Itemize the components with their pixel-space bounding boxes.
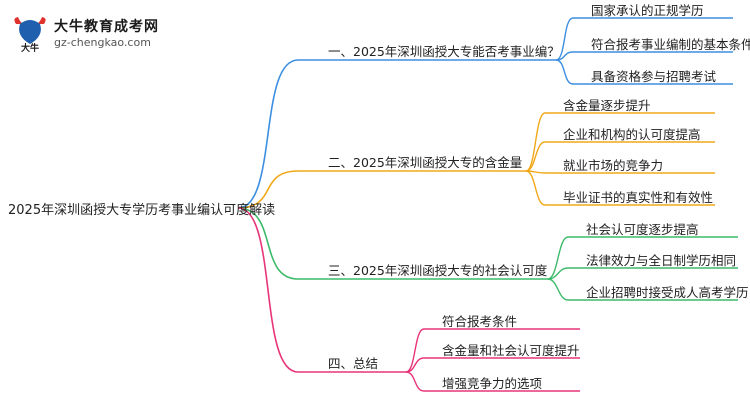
leaf-connector (547, 278, 569, 301)
leaf-connector (405, 328, 425, 373)
svg-text:大牛: 大牛 (21, 42, 39, 54)
leaf-label[interactable]: 增强竞争力的选项 (442, 376, 543, 391)
branch-connector (237, 170, 299, 209)
leaf-label[interactable]: 法律效力与全日制学历相同 (586, 253, 737, 268)
leaf-label[interactable]: 国家承认的正规学历 (591, 3, 704, 18)
leaf-label[interactable]: 毕业证书的真实性和有效性 (563, 190, 714, 205)
branch-label[interactable]: 二、2025年深圳函授大专的含金量 (328, 155, 523, 170)
leaf-connector (405, 357, 425, 373)
leaf-label[interactable]: 符合报考条件 (442, 314, 518, 329)
leaf-connector (555, 17, 574, 61)
leaf-label[interactable]: 含金量逐步提升 (563, 98, 651, 113)
logo-site-url: gz-chengkao.com (54, 36, 151, 49)
branch-connector (237, 59, 299, 209)
root-topic[interactable]: 2025年深圳函授大专学历考事业编认可度解读 (8, 203, 276, 218)
branch-connector (237, 207, 299, 373)
leaf-connector (525, 112, 546, 172)
branch-label[interactable]: 一、2025年深圳函授大专能否考事业编？ (328, 44, 560, 59)
leaf-label[interactable]: 企业和机构的认可度提高 (563, 127, 701, 142)
branch-connector (237, 207, 299, 280)
leaf-label[interactable]: 符合报考事业编制的基本条件 (591, 37, 750, 52)
leaf-connector (547, 236, 569, 280)
leaf-label[interactable]: 社会认可度逐步提高 (586, 222, 699, 237)
leaf-connector (525, 141, 546, 172)
leaf-label[interactable]: 就业市场的竞争力 (563, 158, 664, 173)
leaf-label[interactable]: 企业招聘时接受成人高考学历 (586, 285, 749, 300)
leaf-connector (525, 170, 546, 206)
bull-logo-icon: 大牛 (14, 17, 46, 54)
leaf-label[interactable]: 具备资格参与招聘考试 (591, 69, 717, 84)
branch-label[interactable]: 三、2025年深圳函授大专的社会认可度 (328, 263, 548, 278)
site-logo[interactable]: 大牛 大牛教育成考网 gz-chengkao.com (10, 14, 170, 56)
leaf-connector (405, 371, 425, 392)
leaf-label[interactable]: 含金量和社会认可度提升 (442, 343, 580, 358)
logo-brand-text: 大牛教育成考网 (54, 19, 159, 35)
branch-label[interactable]: 四、总结 (328, 356, 379, 371)
leaf-connector (555, 59, 574, 85)
